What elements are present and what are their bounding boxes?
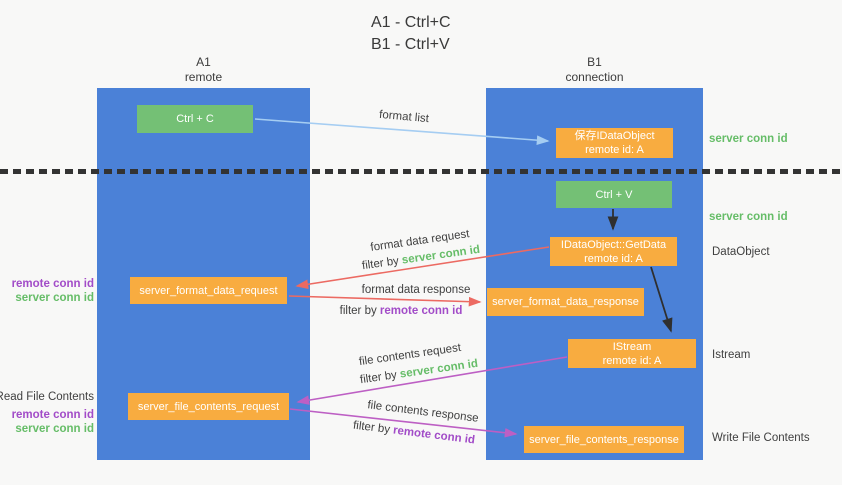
title-line-2: B1 - Ctrl+V [371,36,450,53]
node-istream-line1: IStream [612,340,652,353]
node-istream: IStream remote id: A [568,339,696,368]
column-header-a1: A1 remote [97,55,310,85]
flow-label-format-list: format list [378,108,430,126]
left-server-conn-id-2: server conn id [15,422,94,435]
node-getdata-line1: IDataObject::GetData [560,238,667,251]
node-idataobject-getdata: IDataObject::GetData remote id: A [550,237,677,266]
filter-by-prefix: filter by [339,305,380,317]
left-remote-conn-id-1: remote conn id [11,278,94,290]
node-save-dataobject-line2: remote id: A [585,144,644,156]
column-header-b1: B1 connection [486,55,703,85]
node-format-request-label: server_format_data_request [139,284,278,297]
column-a1-subtitle: remote [184,70,223,84]
node-server-file-contents-response: server_file_contents_response [524,426,684,453]
right-label-istream: Istream [712,349,751,361]
node-server-file-contents-request: server_file_contents_request [128,393,289,420]
node-getdata-line2: remote id: A [584,252,643,265]
filter-by-prefix: filter by [352,419,394,437]
filter-by-prefix: filter by [361,254,403,273]
node-save-dataobject: 保存IDataObject remote id: A [556,128,673,158]
node-server-format-data-request: server_format_data_request [130,277,287,304]
dashed-separator [0,169,842,174]
filter-by-prefix: filter by [359,368,401,387]
title-line-1: A1 - Ctrl+C [371,14,451,31]
right-label-server-conn-id-mid: server conn id [709,211,788,223]
column-b1-name: B1 [587,55,602,69]
left-label-read-file-contents: Read File Contents [0,391,94,403]
remote-conn-id-key: remote conn id [392,424,476,447]
node-file-request-label: server_file_contents_request [137,400,280,413]
left-server-conn-id-1: server conn id [15,291,94,304]
right-label-write-file-contents: Write File Contents [712,432,810,444]
node-ctrl-c-label: Ctrl + C [176,113,214,125]
node-ctrl-v-label: Ctrl + V [595,188,633,201]
node-ctrl-c: Ctrl + C [137,105,253,133]
right-label-server-conn-id-top: server conn id [709,133,788,145]
node-format-response-label: server_format_data_response [492,296,639,308]
left-label-conn-ids-format: remote conn id server conn id [12,278,94,305]
node-ctrl-v: Ctrl + V [556,181,672,208]
server-conn-id-key: server conn id [399,357,479,381]
column-a1-name: A1 [196,55,211,69]
flow-label-file-contents-response: file contents response [366,399,480,425]
node-save-dataobject-line1: 保存IDataObject [574,130,655,142]
left-remote-conn-id-2: remote conn id [11,409,94,421]
flow-label-filter-remote-conn-1: filter by remote conn id [340,305,463,317]
right-label-dataobject: DataObject [712,246,770,258]
node-istream-line2: remote id: A [602,354,662,367]
remote-conn-id-key: remote conn id [379,305,463,317]
node-server-format-data-response: server_format_data_response [487,288,644,316]
arrow-format-data-response [288,295,482,307]
column-b1-subtitle: connection [565,70,624,84]
flow-label-filter-remote-conn-2: filter by remote conn id [352,420,475,447]
left-label-conn-ids-file: remote conn id server conn id [12,409,94,436]
flow-label-format-data-response: format data response [361,284,471,296]
node-file-response-label: server_file_contents_response [529,433,679,446]
diagram-title: A1 - Ctrl+C B1 - Ctrl+V [371,12,451,56]
